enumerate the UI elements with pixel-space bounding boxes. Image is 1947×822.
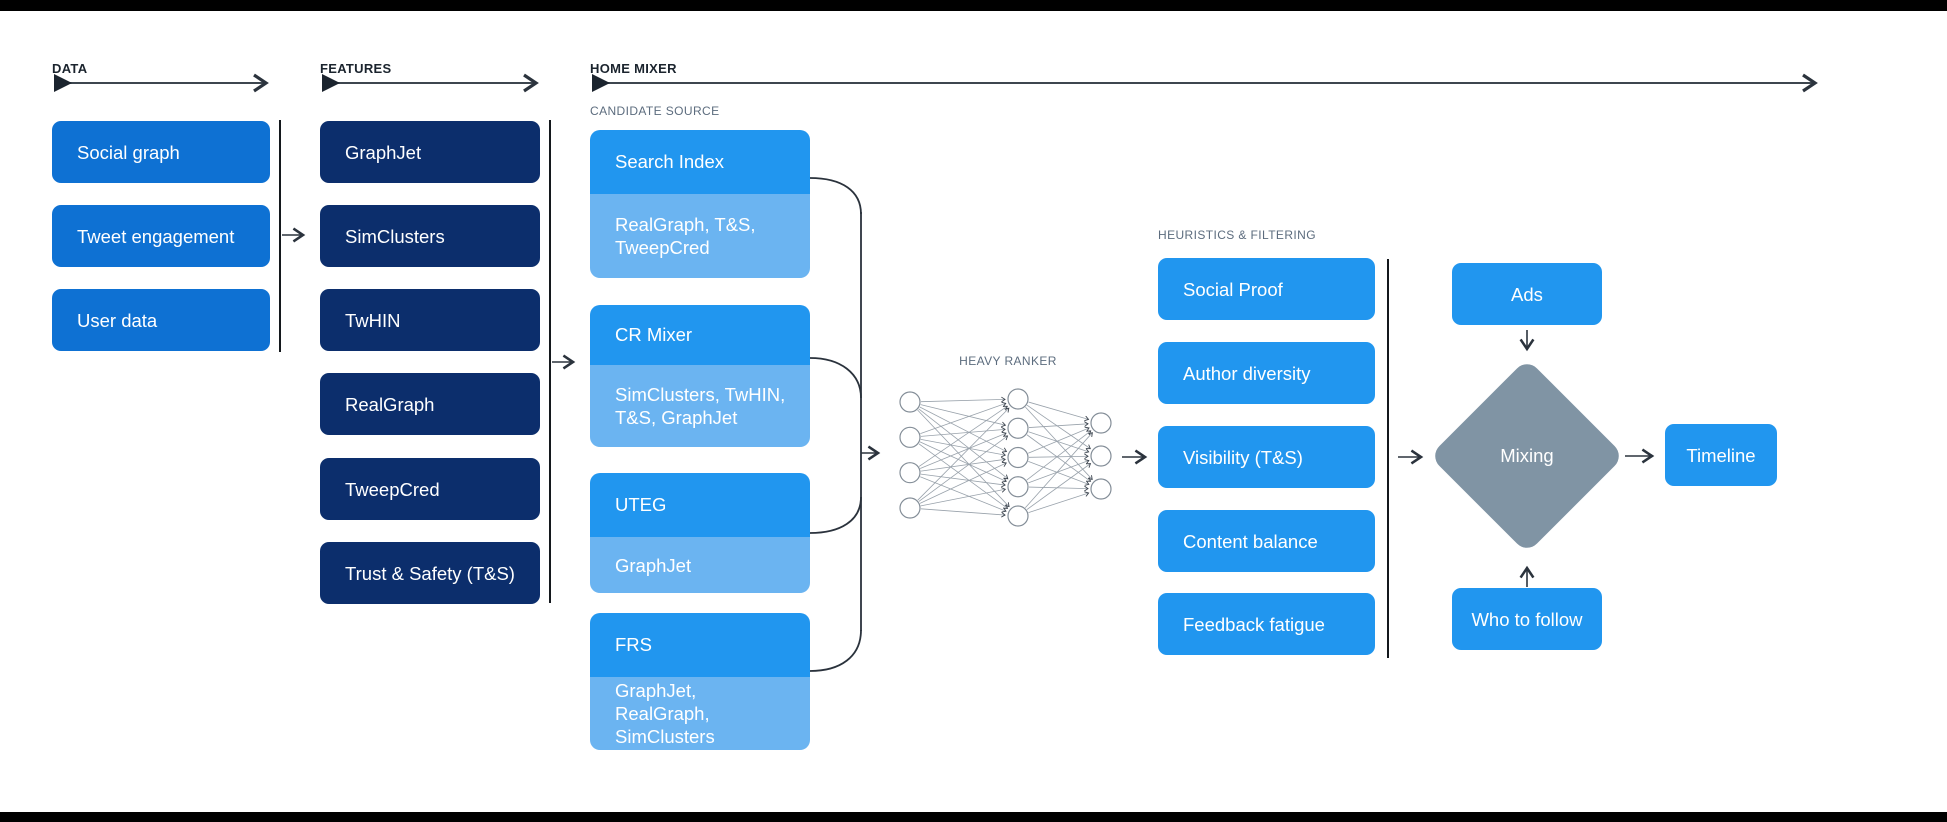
candidate-inputs-search-index: RealGraph, T&S, TweepCred: [590, 194, 810, 278]
candidate-inputs-label: GraphJet, RealGraph, SimClusters: [615, 680, 715, 747]
feature-box-graphjet: GraphJet: [320, 121, 540, 183]
heuristic-box-content-balance: Content balance: [1158, 510, 1375, 572]
network-node: [1007, 417, 1029, 439]
heuristic-box-feedback-fatigue: Feedback fatigue: [1158, 593, 1375, 655]
heuristic-box-label: Social Proof: [1183, 278, 1283, 300]
feature-box-trust-safety: Trust & Safety (T&S): [320, 542, 540, 604]
ads-box: Ads: [1452, 263, 1602, 325]
heavy-ranker-label: HEAVY RANKER: [959, 354, 1057, 368]
network-node: [1090, 445, 1112, 467]
data-box-label: User data: [77, 309, 158, 331]
candidate-inputs-frs: GraphJet, RealGraph, SimClusters: [590, 677, 810, 750]
candidate-name: Search Index: [615, 151, 725, 172]
network-node: [899, 462, 921, 484]
candidate-inputs-label: SimClusters, TwHIN, T&S, GraphJet: [615, 384, 786, 428]
network-node: [899, 426, 921, 448]
data-box-user-data: User data: [52, 289, 270, 351]
candidate-name: FRS: [615, 634, 652, 655]
network-node: [1007, 476, 1029, 498]
top-black-bar: [0, 0, 1947, 11]
candidate-inputs-label: GraphJet: [615, 554, 692, 576]
data-box-social-graph: Social graph: [52, 121, 270, 183]
network-node: [1007, 446, 1029, 469]
heuristic-box-label: Visibility (T&S): [1183, 446, 1303, 468]
ads-label: Ads: [1511, 283, 1543, 305]
feature-box-twhin: TwHIN: [320, 289, 540, 351]
heuristic-box-label: Author diversity: [1183, 362, 1311, 384]
feature-box-label: SimClusters: [345, 225, 445, 247]
who-to-follow-label: Who to follow: [1471, 608, 1583, 630]
heavy-ranker-network: [899, 388, 1112, 527]
candidate-name: UTEG: [615, 494, 667, 515]
network-node: [1007, 505, 1029, 527]
mixing-diamond: Mixing: [1429, 358, 1625, 554]
network-node: [1090, 478, 1112, 500]
candidate-inputs-cr-mixer: SimClusters, TwHIN, T&S, GraphJet: [590, 365, 810, 447]
data-section-label: DATA: [52, 61, 88, 76]
feature-box-simclusters: SimClusters: [320, 205, 540, 267]
data-box-tweet-engagement: Tweet engagement: [52, 205, 270, 267]
heuristic-box-social-proof: Social Proof: [1158, 258, 1375, 320]
data-box-label: Social graph: [77, 141, 180, 163]
candidate-collector-lines: [809, 177, 862, 672]
feature-box-tweepcred: TweepCred: [320, 458, 540, 520]
network-node: [1007, 388, 1029, 410]
features-section-label: FEATURES: [320, 61, 392, 76]
candidate-inputs-uteg: GraphJet: [590, 537, 810, 593]
feature-box-label: Trust & Safety (T&S): [345, 562, 515, 584]
heuristic-box-label: Content balance: [1183, 530, 1318, 552]
network-node: [899, 391, 921, 413]
home-mixer-section-label: HOME MIXER: [590, 61, 677, 76]
feature-box-label: RealGraph: [345, 393, 435, 415]
feature-box-label: TwHIN: [345, 309, 401, 331]
heuristic-box-visibility: Visibility (T&S): [1158, 426, 1375, 488]
candidate-box-cr-mixer: CR Mixer: [590, 305, 810, 365]
timeline-box: Timeline: [1665, 424, 1777, 486]
candidate-box-frs: FRS: [590, 613, 810, 677]
candidate-box-uteg: UTEG: [590, 473, 810, 537]
network-node: [1090, 412, 1112, 434]
mixing-label: Mixing: [1500, 445, 1554, 466]
who-to-follow-box: Who to follow: [1452, 588, 1602, 650]
candidate-source-label: CANDIDATE SOURCE: [590, 104, 720, 118]
heuristic-box-label: Feedback fatigue: [1183, 613, 1325, 635]
candidate-name: CR Mixer: [615, 324, 693, 345]
data-box-label: Tweet engagement: [77, 225, 235, 247]
heuristics-filtering-label: HEURISTICS & FILTERING: [1158, 228, 1316, 242]
feature-box-label: TweepCred: [345, 478, 440, 500]
bottom-black-bar: [0, 812, 1947, 822]
network-node: [899, 497, 921, 519]
candidate-inputs-label: RealGraph, T&S, TweepCred: [615, 214, 756, 258]
candidate-box-search-index: Search Index: [590, 130, 810, 194]
feature-box-realgraph: RealGraph: [320, 373, 540, 435]
heuristic-box-author-diversity: Author diversity: [1158, 342, 1375, 404]
feature-box-label: GraphJet: [345, 141, 422, 163]
timeline-label: Timeline: [1686, 444, 1756, 466]
